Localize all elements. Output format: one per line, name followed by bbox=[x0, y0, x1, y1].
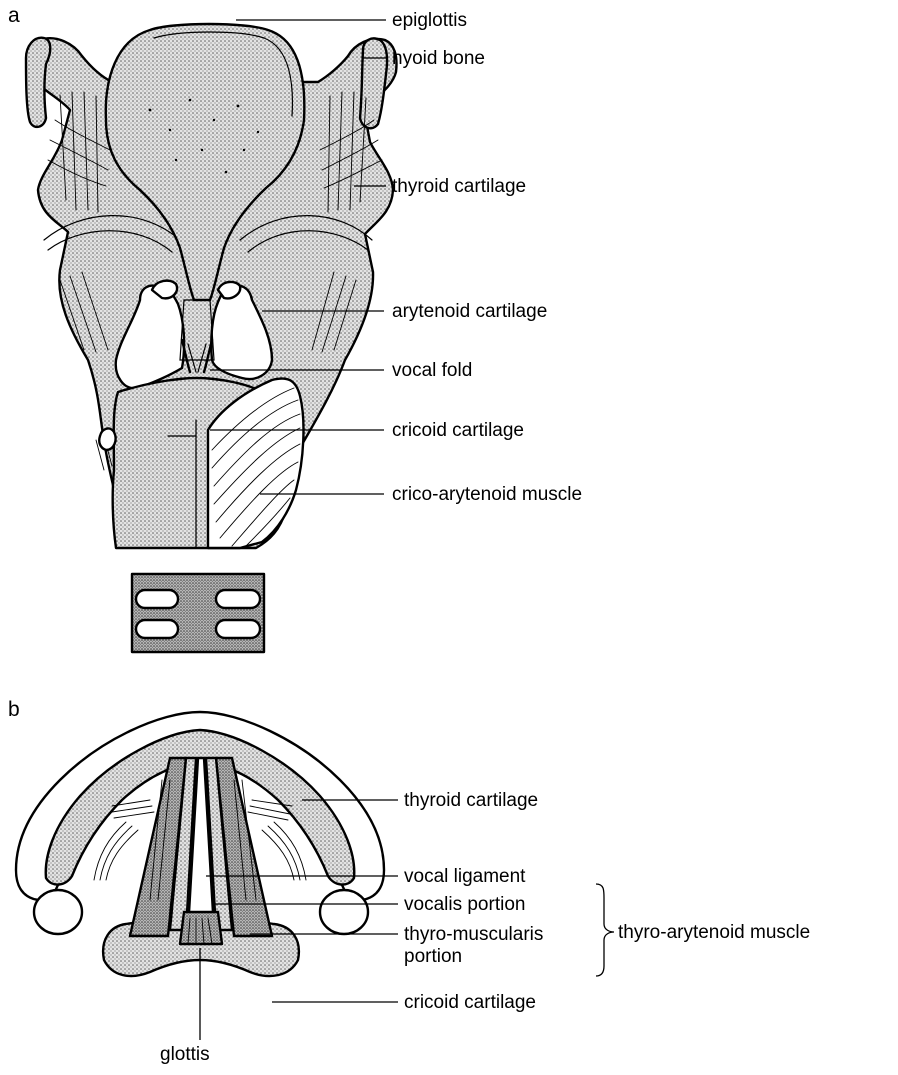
label-thyroid-cartilage-a: thyroid cartilage bbox=[392, 176, 526, 197]
label-hyoid-bone: hyoid bone bbox=[392, 48, 485, 69]
label-thyro-muscularis: thyro-muscularis bbox=[404, 924, 543, 945]
label-glottis: glottis bbox=[160, 1044, 210, 1065]
thyroid-knob-left bbox=[34, 890, 82, 934]
label-vocalis-portion: vocalis portion bbox=[404, 894, 525, 915]
label-cricoid-cartilage-a: cricoid cartilage bbox=[392, 420, 524, 441]
trachea-ring-4 bbox=[216, 620, 260, 638]
panel-b-letter: b bbox=[8, 698, 20, 721]
trachea-ring-2 bbox=[216, 590, 260, 608]
label-epiglottis: epiglottis bbox=[392, 10, 467, 31]
hyoid-right-knob bbox=[360, 38, 387, 128]
label-thyroid-cartilage-b: thyroid cartilage bbox=[404, 790, 538, 811]
label-vocal-ligament: vocal ligament bbox=[404, 866, 526, 887]
panel-a: a bbox=[8, 4, 582, 652]
label-crico-arytenoid-muscle: crico-arytenoid muscle bbox=[392, 484, 582, 505]
arytenoid-right-tip bbox=[218, 282, 240, 298]
label-cricoid-cartilage-b: cricoid cartilage bbox=[404, 992, 536, 1013]
trachea-shape bbox=[132, 574, 264, 652]
label-thyro-muscularis-portion: portion bbox=[404, 946, 462, 967]
panel-b: b bbox=[8, 698, 810, 1065]
thyroid-tubercle bbox=[99, 429, 115, 450]
thyroid-knob-right bbox=[320, 890, 368, 934]
trachea-ring-1 bbox=[136, 590, 178, 608]
label-thyro-arytenoid-muscle: thyro-arytenoid muscle bbox=[618, 922, 810, 943]
label-arytenoid-cartilage: arytenoid cartilage bbox=[392, 301, 547, 322]
label-vocal-fold: vocal fold bbox=[392, 360, 472, 381]
trachea-ring-3 bbox=[136, 620, 178, 638]
glottis-fringe bbox=[180, 912, 222, 944]
panel-a-letter: a bbox=[8, 4, 20, 27]
